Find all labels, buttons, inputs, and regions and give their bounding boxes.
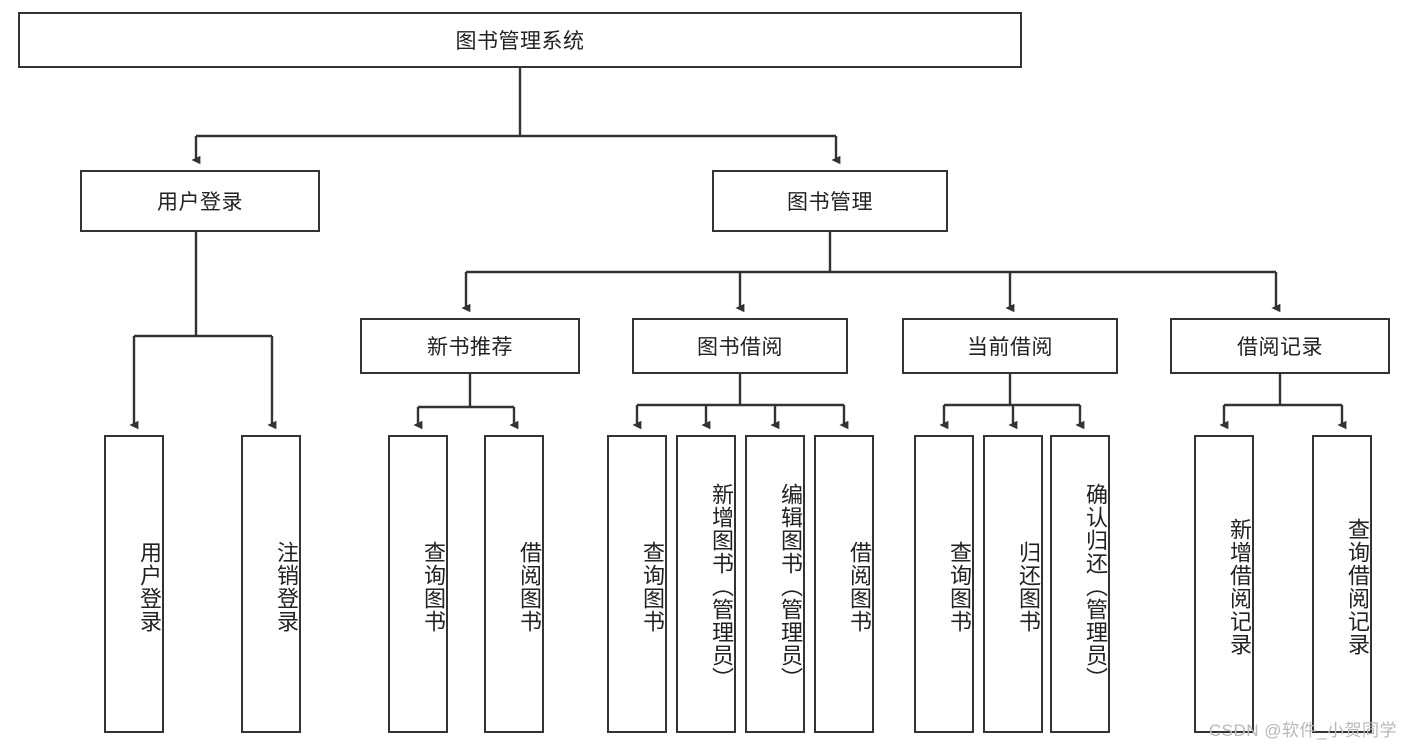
node-user-login[interactable]: 用户登录 bbox=[80, 170, 320, 232]
node-borrow-record[interactable]: 借阅记录 bbox=[1170, 318, 1390, 374]
node-leaf-query-book-2[interactable]: 查询图书 bbox=[607, 435, 667, 733]
node-leaf-borrow-book-1[interactable]: 借阅图书 bbox=[484, 435, 544, 733]
node-leaf-query-record-label: 查询借阅记录 bbox=[1345, 518, 1370, 656]
node-leaf-query-book-1-label: 查询图书 bbox=[421, 541, 446, 633]
node-user-login-label: 用户登录 bbox=[157, 191, 243, 214]
node-leaf-add-book-label: 新增图书（管理员） bbox=[709, 482, 734, 690]
node-book-borrow[interactable]: 图书借阅 bbox=[632, 318, 848, 374]
node-root[interactable]: 图书管理系统 bbox=[18, 12, 1022, 68]
node-leaf-add-book[interactable]: 新增图书（管理员） bbox=[676, 435, 736, 733]
node-current-borrow[interactable]: 当前借阅 bbox=[902, 318, 1118, 374]
node-leaf-add-record[interactable]: 新增借阅记录 bbox=[1194, 435, 1254, 733]
node-leaf-add-record-label: 新增借阅记录 bbox=[1227, 518, 1252, 656]
node-book-borrow-label: 图书借阅 bbox=[697, 336, 783, 359]
node-leaf-query-record[interactable]: 查询借阅记录 bbox=[1312, 435, 1372, 733]
node-leaf-logout-login[interactable]: 注销登录 bbox=[241, 435, 301, 733]
node-new-book-recommend[interactable]: 新书推荐 bbox=[360, 318, 580, 374]
node-book-manage-label: 图书管理 bbox=[787, 191, 873, 214]
node-book-manage[interactable]: 图书管理 bbox=[712, 170, 948, 232]
watermark: CSDN @软件_小贺同学 bbox=[1208, 721, 1397, 740]
node-leaf-return-book-label: 归还图书 bbox=[1016, 541, 1041, 633]
node-new-book-recommend-label: 新书推荐 bbox=[427, 336, 513, 359]
node-root-label: 图书管理系统 bbox=[455, 30, 585, 53]
node-borrow-record-label: 借阅记录 bbox=[1237, 336, 1323, 359]
node-leaf-query-book-2-label: 查询图书 bbox=[640, 541, 665, 633]
node-leaf-query-book-3[interactable]: 查询图书 bbox=[914, 435, 974, 733]
node-leaf-logout-login-label: 注销登录 bbox=[274, 541, 299, 633]
node-leaf-query-book-1[interactable]: 查询图书 bbox=[388, 435, 448, 733]
node-leaf-edit-book[interactable]: 编辑图书（管理员） bbox=[745, 435, 805, 733]
node-leaf-user-login[interactable]: 用户登录 bbox=[104, 435, 164, 733]
node-leaf-query-book-3-label: 查询图书 bbox=[947, 541, 972, 633]
node-leaf-edit-book-label: 编辑图书（管理员） bbox=[778, 482, 803, 690]
node-current-borrow-label: 当前借阅 bbox=[967, 336, 1053, 359]
node-leaf-borrow-book-2-label: 借阅图书 bbox=[847, 541, 872, 633]
node-leaf-borrow-book-1-label: 借阅图书 bbox=[517, 541, 542, 633]
node-leaf-confirm-return-label: 确认归还（管理员） bbox=[1083, 482, 1108, 690]
node-leaf-user-login-label: 用户登录 bbox=[137, 541, 162, 633]
node-leaf-return-book[interactable]: 归还图书 bbox=[983, 435, 1043, 733]
node-leaf-borrow-book-2[interactable]: 借阅图书 bbox=[814, 435, 874, 733]
node-leaf-confirm-return[interactable]: 确认归还（管理员） bbox=[1050, 435, 1110, 733]
